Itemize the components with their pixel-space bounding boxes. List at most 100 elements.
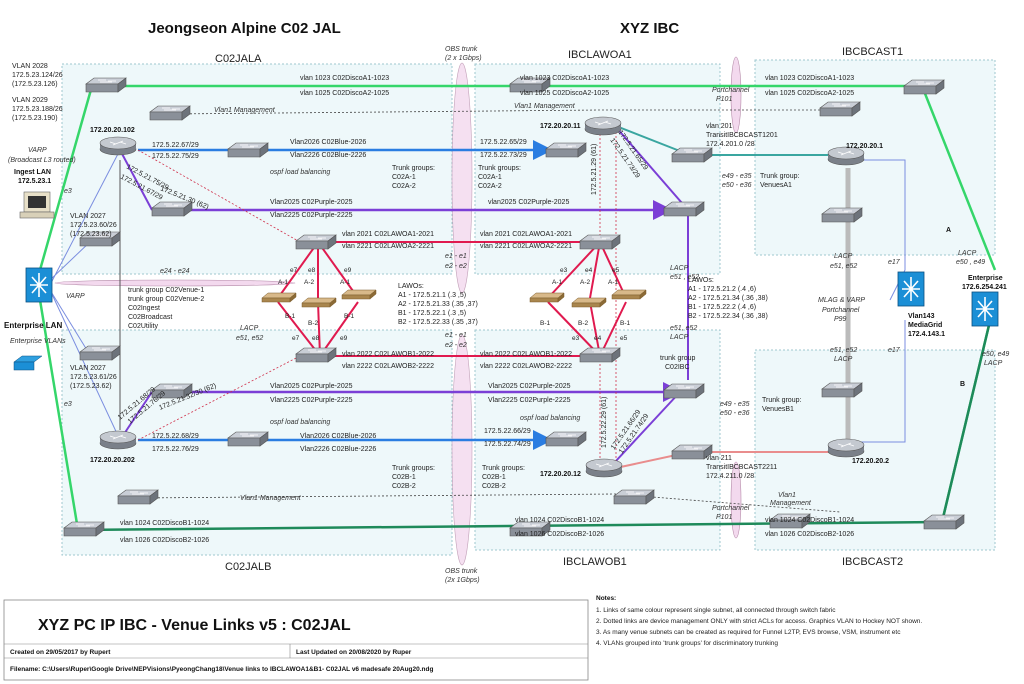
svg-text:B2 - 172.5.22.33 (.35 ,37): B2 - 172.5.22.33 (.35 ,37) — [398, 319, 478, 326]
svg-text:e51, e52: e51, e52 — [830, 347, 857, 354]
svg-text:Portchannel: Portchannel — [712, 87, 750, 94]
svg-text:e7: e7 — [290, 267, 298, 274]
router-labels: 172.20.20.102 172.20.20.202 172.20.20.11… — [90, 123, 889, 478]
svg-text:VARP: VARP — [66, 293, 85, 300]
svg-text:vlan 1024 C02DiscoB1-1024: vlan 1024 C02DiscoB1-1024 — [120, 520, 209, 527]
svg-text:172.4.211.0 /28: 172.4.211.0 /28 — [706, 473, 754, 480]
svg-text:C02Ingest: C02Ingest — [128, 305, 160, 312]
svg-text:e1 - e1: e1 - e1 — [445, 253, 467, 260]
svg-text:vlan 2022 C02LAWOB1-2022: vlan 2022 C02LAWOB1-2022 — [480, 351, 572, 358]
svg-text:LACP: LACP — [670, 334, 689, 341]
svg-text:Vlan2226 C02Blue-2226: Vlan2226 C02Blue-2226 — [300, 446, 376, 453]
svg-text:Vlan1 Management: Vlan1 Management — [240, 495, 302, 502]
svg-text:A1 - 172.5.21.1 (.3 ,5): A1 - 172.5.21.1 (.3 ,5) — [398, 292, 466, 299]
svg-text:TransitIBCBCAST1201: TransitIBCBCAST1201 — [706, 132, 778, 139]
svg-text:B1 - 172.5.22.2 (.4 ,6): B1 - 172.5.22.2 (.4 ,6) — [688, 304, 756, 311]
svg-text:Enterprise VLANs: Enterprise VLANs — [10, 338, 66, 345]
svg-text:vlan 1023 C02DiscoA1-1023: vlan 1023 C02DiscoA1-1023 — [765, 75, 854, 82]
svg-text:Vlan2025 C02Purple-2025: Vlan2025 C02Purple-2025 — [270, 199, 353, 206]
svg-text:172.5.22.66/29: 172.5.22.66/29 — [484, 428, 531, 435]
svg-text:e17: e17 — [888, 347, 901, 354]
svg-text:VARP: VARP — [28, 147, 47, 154]
svg-text:LACP: LACP — [958, 250, 977, 257]
svg-text:e9: e9 — [340, 335, 348, 342]
svg-text:trunk group: trunk group — [660, 355, 696, 362]
svg-text:A1 - 172.5.21.2 (.4 ,6): A1 - 172.5.21.2 (.4 ,6) — [688, 286, 756, 293]
svg-text:B: B — [960, 381, 965, 388]
svg-text:Vlan143: Vlan143 — [908, 313, 935, 320]
svg-text:172.4.201.0 /28: 172.4.201.0 /28 — [706, 141, 755, 148]
svg-text:C02B-1: C02B-1 — [392, 474, 416, 481]
svg-text:Management: Management — [770, 500, 812, 507]
svg-text:2. Dotted links are device man: 2. Dotted links are device management ON… — [596, 618, 922, 625]
svg-text:172.5.22.74/29: 172.5.22.74/29 — [484, 441, 531, 448]
svg-text:vlan 1025 C02DiscoA2-1025: vlan 1025 C02DiscoA2-1025 — [300, 90, 389, 97]
svg-text:e7: e7 — [292, 335, 300, 342]
svg-text:LACP: LACP — [834, 253, 853, 260]
notes: Notes: 1. Links of same colour represent… — [596, 595, 922, 647]
svg-text:A: A — [946, 227, 951, 234]
svg-text:(Broadcast L3 routed): (Broadcast L3 routed) — [8, 157, 76, 164]
svg-text:A2 - 172.5.21.33 (.35 ,37): A2 - 172.5.21.33 (.35 ,37) — [398, 301, 478, 308]
svg-text:172.5.22.75/29: 172.5.22.75/29 — [152, 153, 199, 160]
svg-text:A-2: A-2 — [580, 279, 591, 286]
svg-text:C02A-2: C02A-2 — [392, 183, 416, 190]
svg-text:e50 - e36: e50 - e36 — [722, 182, 752, 189]
svg-text:Notes:: Notes: — [596, 595, 616, 602]
svg-text:B1 - 172.5.22.1 (.3 ,5): B1 - 172.5.22.1 (.3 ,5) — [398, 310, 466, 317]
svg-text:172.20.20.1: 172.20.20.1 — [846, 143, 883, 150]
svg-text:MLAG & VARP: MLAG & VARP — [818, 297, 865, 304]
svg-text:172.5.23.60/26: 172.5.23.60/26 — [70, 222, 117, 229]
footer-title: XYZ PC IP IBC - Venue Links v5 : C02JAL — [38, 617, 351, 634]
svg-text:B-1: B-1 — [540, 320, 551, 327]
svg-text:e1 - e1: e1 - e1 — [445, 332, 467, 339]
svg-text:P101: P101 — [716, 514, 732, 521]
svg-text:A-1: A-1 — [278, 279, 289, 286]
svg-text:VenuesA1: VenuesA1 — [760, 182, 792, 189]
svg-text:172.6.254.241: 172.6.254.241 — [962, 284, 1007, 291]
svg-text:vlan 201: vlan 201 — [706, 123, 733, 130]
svg-text:vlan2025 C02Purple-2025: vlan2025 C02Purple-2025 — [488, 199, 569, 206]
svg-text:Trunk groups:: Trunk groups: — [482, 465, 525, 472]
svg-text:Vlan2226 C02Blue-2226: Vlan2226 C02Blue-2226 — [290, 152, 366, 159]
svg-text:e50 - e36: e50 - e36 — [720, 410, 750, 417]
svg-text:172.5.22.73/29: 172.5.22.73/29 — [480, 152, 527, 159]
left-title: Jeongseon Alpine C02 JAL — [148, 20, 341, 37]
svg-text:e2 - e2: e2 - e2 — [445, 263, 467, 270]
svg-text:LACP: LACP — [670, 265, 689, 272]
svg-text:e2 - e2: e2 - e2 — [445, 342, 467, 349]
svg-text:e50, e49: e50, e49 — [982, 351, 1009, 358]
svg-text:VLAN 2027: VLAN 2027 — [70, 365, 106, 372]
svg-text:vlan 1026 C02DiscoB2-1026: vlan 1026 C02DiscoB2-1026 — [515, 531, 604, 538]
svg-text:e4: e4 — [594, 335, 602, 342]
zone-c02jalb: C02JALB — [225, 561, 271, 573]
svg-text:A-1: A-1 — [552, 279, 563, 286]
bcast-mgmt-a — [848, 159, 906, 443]
svg-text:A-1: A-1 — [608, 279, 619, 286]
lawo-dotted — [137, 120, 617, 470]
svg-text:Ingest LAN: Ingest LAN — [14, 169, 51, 176]
svg-text:VLAN 2029: VLAN 2029 — [12, 97, 48, 104]
svg-text:vlan 2221 C02LAWOA2-2221: vlan 2221 C02LAWOA2-2221 — [342, 243, 434, 250]
bcast-labels: vlan 201 TransitIBCBCAST1201 172.4.201.0… — [706, 87, 1009, 521]
obs-bottom-2: (2x 1Gbps) — [445, 577, 480, 584]
svg-text:vlan 1025 C02DiscoA2-1025: vlan 1025 C02DiscoA2-1025 — [765, 90, 854, 97]
svg-text:172.20.20.102: 172.20.20.102 — [90, 127, 135, 134]
svg-text:vlan 2222 C02LAWOB2-2222: vlan 2222 C02LAWOB2-2222 — [480, 363, 572, 370]
svg-text:(172.5.23.126): (172.5.23.126) — [12, 81, 58, 88]
obs-top-2: (2 x 1Gbps) — [445, 55, 482, 62]
svg-text:C02A-1: C02A-1 — [392, 174, 416, 181]
left-links — [49, 149, 121, 441]
svg-text:P99: P99 — [834, 316, 847, 323]
svg-text:C02B-2: C02B-2 — [392, 483, 416, 490]
svg-text:Vlan1 Management: Vlan1 Management — [514, 103, 576, 110]
port-labels: e7 e8 e9 A-1 A-2 A-1 B-1 B-2 B-1 e7 e8 e… — [236, 265, 699, 342]
svg-text:Vlan2025 C02Purple-2025: Vlan2025 C02Purple-2025 — [270, 383, 353, 390]
enterprise-vlans-icon — [13, 355, 43, 371]
svg-text:B-1: B-1 — [620, 320, 631, 327]
footer-filename: Filename: C:\Users\Ruper\Google Drive\NE… — [10, 666, 433, 673]
svg-text:172.5.23.1: 172.5.23.1 — [18, 178, 51, 185]
svg-text:Trunk groups:: Trunk groups: — [478, 165, 521, 172]
svg-text:e49 - e35: e49 - e35 — [720, 401, 750, 408]
svg-text:Vlan1: Vlan1 — [778, 492, 796, 499]
